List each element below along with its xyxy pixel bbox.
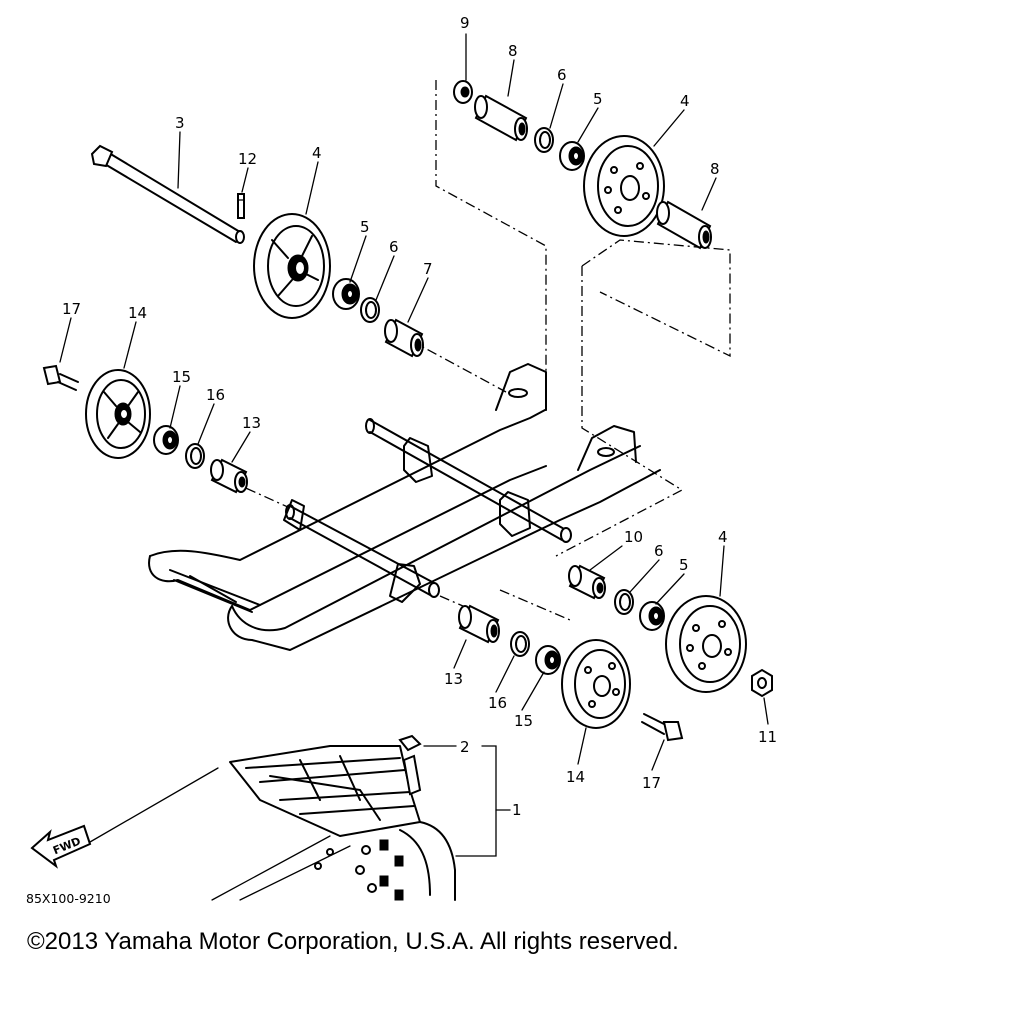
upper-wheel-group	[453, 80, 712, 250]
callout-14: 14	[566, 768, 585, 786]
part-3-shaft	[90, 144, 245, 244]
callout-16: 16	[488, 694, 507, 712]
callout-9: 9	[460, 14, 470, 32]
callout-8: 8	[508, 42, 518, 60]
callout-4: 4	[680, 92, 690, 110]
callout-leader-lines	[59, 33, 769, 857]
callout-5: 5	[679, 556, 689, 574]
part-code-label: 85X100-9210	[26, 891, 111, 906]
part-12-pin	[237, 193, 245, 219]
callout-4: 4	[718, 528, 728, 546]
callout-8: 8	[710, 160, 720, 178]
callout-5: 5	[593, 90, 603, 108]
callout-17: 17	[62, 300, 81, 318]
callout-4: 4	[312, 144, 322, 162]
callout-13: 13	[444, 670, 463, 688]
callout-16: 16	[206, 386, 225, 404]
callout-labels: 9 8 6 5 4 8 3 12 4 5 6 7 17 14 15 16 13 …	[62, 14, 777, 819]
callout-14: 14	[128, 304, 147, 322]
callout-12: 12	[238, 150, 257, 168]
callout-6: 6	[389, 238, 399, 256]
callout-15: 15	[514, 712, 533, 730]
slide-rail-frame	[148, 363, 661, 651]
lower-center-wheel-group	[458, 604, 684, 742]
callout-3: 3	[175, 114, 185, 132]
callout-6: 6	[654, 542, 664, 560]
callout-7: 7	[423, 260, 433, 278]
forward-arrow-icon: FWD	[30, 824, 92, 869]
copyright-notice: ©2013 Yamaha Motor Corporation, U.S.A. A…	[27, 928, 679, 955]
middle-wheel-group	[253, 213, 424, 358]
track-assembly	[89, 734, 456, 901]
callout-17: 17	[642, 774, 661, 792]
callout-6: 6	[557, 66, 567, 84]
lower-right-wheel-group	[568, 564, 773, 698]
left-wheel-group	[42, 364, 248, 494]
callout-1: 1	[512, 801, 522, 819]
callout-15: 15	[172, 368, 191, 386]
cross-shafts	[189, 418, 572, 603]
callout-2: 2	[460, 738, 470, 756]
callout-11: 11	[758, 728, 777, 746]
callout-10: 10	[624, 528, 643, 546]
callout-5: 5	[360, 218, 370, 236]
callout-13: 13	[242, 414, 261, 432]
